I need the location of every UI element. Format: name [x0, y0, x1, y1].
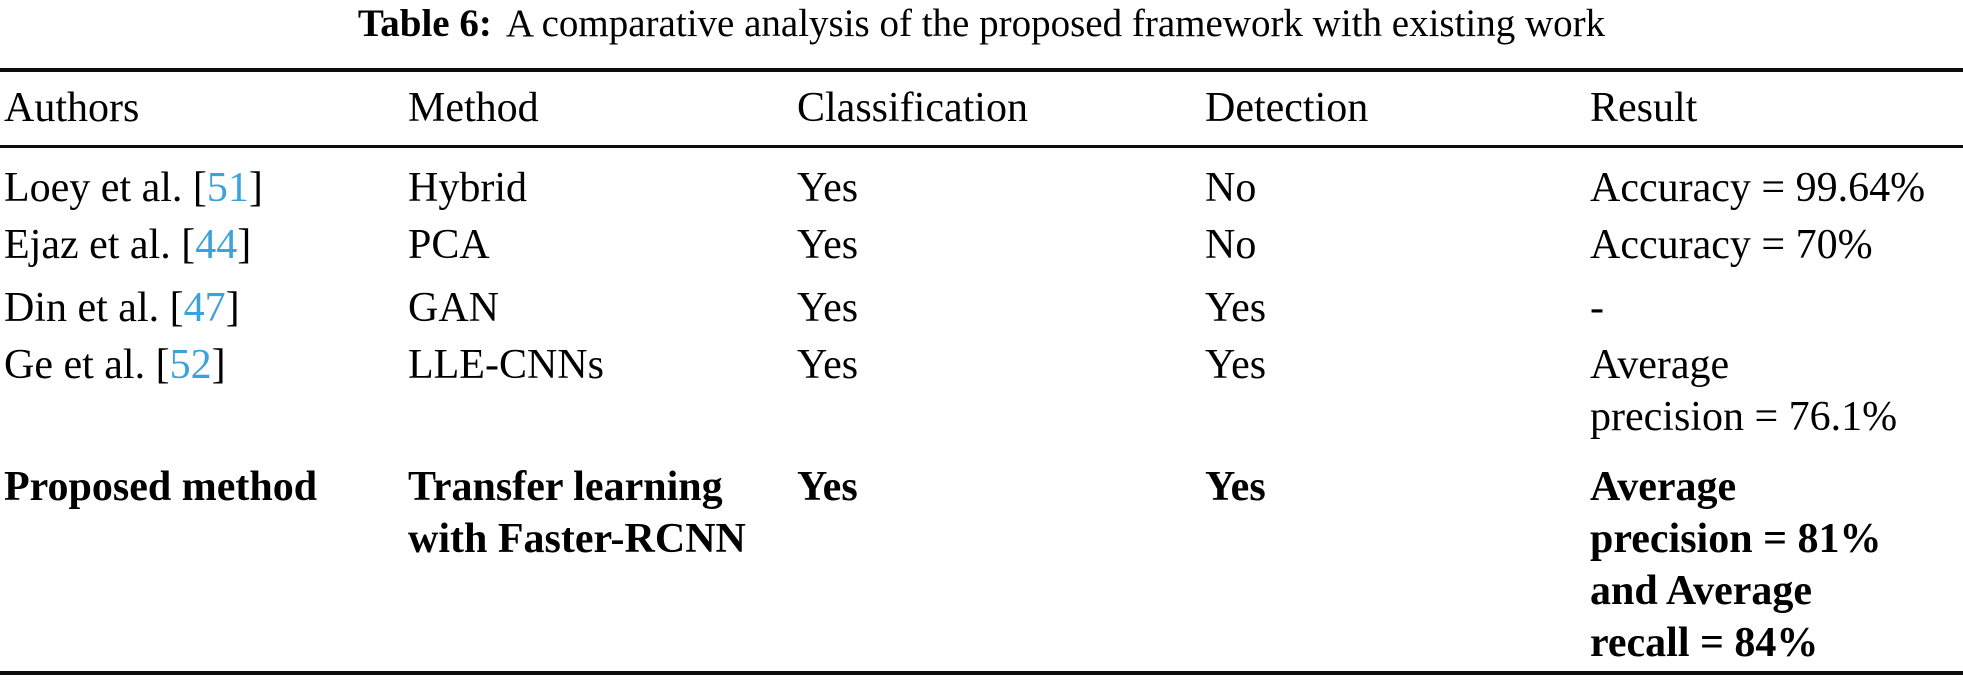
cell-authors: Ge et al. [52] — [4, 339, 408, 443]
author-name: Loey et al. — [4, 165, 183, 211]
author-name: Ge et al. — [4, 342, 146, 388]
column-header-authors: Authors — [4, 85, 140, 131]
cell-detection: No — [1205, 219, 1590, 271]
table-top-rule — [0, 68, 1963, 72]
citation-bracket-close: ] — [248, 165, 263, 211]
cell-line: with Faster-RCNN — [408, 516, 746, 562]
table-row: Proposed method Transfer learning with Fas… — [4, 461, 1959, 669]
citation-bracket-close: ] — [237, 222, 252, 268]
cell-result: Accuracy = 99.64% — [1590, 162, 1959, 214]
cell-result: Average precision = 81% and Average recall … — [1590, 461, 1959, 669]
citation-bracket-open: [ — [159, 285, 184, 331]
cell-line: No — [1205, 165, 1257, 211]
table-header-rule — [0, 145, 1963, 148]
citation-bracket-open: [ — [145, 342, 170, 388]
cell-line: Hybrid — [408, 165, 527, 211]
cell-classification: Yes — [797, 461, 1205, 669]
cell-line: GAN — [408, 285, 499, 331]
cell-line: PCA — [408, 222, 490, 268]
cell-line: Yes — [797, 464, 858, 510]
citation-link[interactable]: 44 — [195, 222, 238, 268]
cell-classification: Yes — [797, 219, 1205, 271]
cell-detection: No — [1205, 162, 1590, 214]
citation-link[interactable]: 47 — [183, 285, 226, 331]
column-header-result: Result — [1590, 85, 1698, 131]
cell-line: Accuracy = 70% — [1590, 222, 1873, 268]
cell-line: Transfer learning — [408, 464, 723, 510]
author-name: Proposed method — [4, 464, 318, 510]
citation-link[interactable]: 51 — [206, 165, 249, 211]
cell-line: Yes — [1205, 342, 1267, 388]
cell-line: precision = 76.1% — [1590, 394, 1898, 440]
cell-line: recall = 84% — [1590, 620, 1819, 666]
table-caption-text: A comparative analysis of the proposed f… — [505, 2, 1606, 45]
cell-line: precision = 81% — [1590, 516, 1882, 562]
cell-line: Accuracy = 99.64% — [1590, 165, 1926, 211]
cell-detection: Yes — [1205, 461, 1590, 669]
citation-bracket-close: ] — [211, 342, 226, 388]
cell-line: Yes — [797, 342, 859, 388]
cell-classification: Yes — [797, 339, 1205, 443]
cell-detection: Yes — [1205, 282, 1590, 334]
cell-line: Yes — [797, 165, 859, 211]
cell-method: GAN — [408, 282, 797, 334]
column-header-method: Method — [408, 85, 539, 131]
citation-bracket-open: [ — [170, 222, 196, 268]
cell-line: Yes — [1205, 285, 1267, 331]
cell-classification: Yes — [797, 282, 1205, 334]
citation-bracket-close: ] — [225, 285, 240, 331]
cell-authors: Loey et al. [51] — [4, 162, 408, 214]
cell-result: Average precision = 76.1% — [1590, 339, 1959, 443]
table-caption: Table 6: A comparative analysis of the pr… — [0, 0, 1963, 47]
citation-link[interactable]: 52 — [169, 342, 212, 388]
cell-line: Yes — [1205, 464, 1266, 510]
cell-authors: Proposed method — [4, 461, 408, 669]
cell-line: Yes — [797, 285, 859, 331]
cell-authors: Ejaz et al. [44] — [4, 219, 408, 271]
table-bottom-rule — [0, 671, 1963, 675]
cell-line: Average — [1590, 464, 1737, 510]
citation-bracket-open: [ — [182, 165, 207, 211]
cell-method: PCA — [408, 219, 797, 271]
cell-classification: Yes — [797, 162, 1205, 214]
author-name: Din et al. — [4, 285, 160, 331]
cell-line: No — [1205, 222, 1257, 268]
cell-line: - — [1590, 285, 1604, 331]
table-header-row: Authors Method Classification Detection … — [4, 82, 1959, 134]
cell-result: Accuracy = 70% — [1590, 219, 1959, 271]
column-header-classification: Classification — [797, 85, 1028, 131]
table-caption-label: Table 6: — [357, 2, 492, 45]
cell-authors: Din et al. [47] — [4, 282, 408, 334]
cell-result: - — [1590, 282, 1959, 334]
cell-method: LLE-CNNs — [408, 339, 797, 443]
cell-detection: Yes — [1205, 339, 1590, 443]
author-name: Ejaz et al. — [4, 222, 171, 268]
cell-line: and Average — [1590, 568, 1813, 614]
column-header-detection: Detection — [1205, 85, 1369, 131]
cell-method: Hybrid — [408, 162, 797, 214]
cell-method: Transfer learning with Faster-RCNN — [408, 461, 797, 669]
cell-line: Average — [1590, 342, 1730, 388]
cell-line: Yes — [797, 222, 859, 268]
cell-line: LLE-CNNs — [408, 342, 604, 388]
